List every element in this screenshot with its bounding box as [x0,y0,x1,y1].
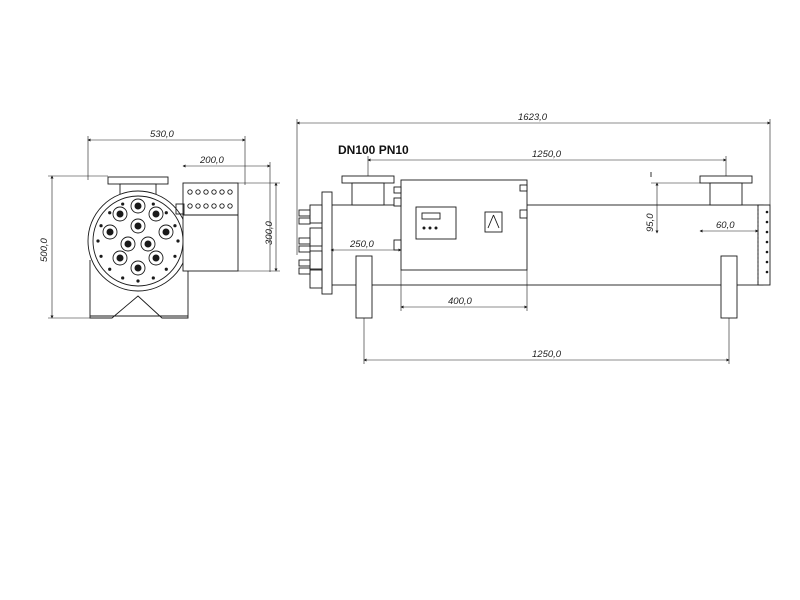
end-view [87,176,239,319]
end-cap-bolts-right [765,210,769,274]
dim-support-spacing: 1250,0 [532,349,562,360]
warning-label [484,211,503,233]
connector-dots [187,189,233,209]
bolt-icon [164,267,168,271]
bolt-icon [136,279,140,283]
dim-panel-width: 200,0 [199,155,224,166]
cable-gland [298,267,311,275]
dim-inlet-offset: 250,0 [349,239,374,250]
cable-gland [298,237,311,245]
bolt-icon [151,202,155,206]
flange-spec-label: DN100 PN10 [338,143,409,157]
lamp-sockets [102,198,174,276]
bolt-icon [96,239,100,243]
dim-outlet-offset: 60,0 [716,220,735,231]
bolt-icon [99,224,103,228]
bolt-icon [108,211,112,215]
bolt-icon [164,211,168,215]
display-panel [415,206,457,240]
dim-box-width: 400,0 [448,296,472,307]
cable-gland [298,209,311,217]
bolt-icon [173,254,177,258]
bolt-icon [108,267,112,271]
dim-overall-length: 1623,0 [518,112,548,123]
bolt-icon [151,276,155,280]
bolt-icon [173,224,177,228]
dim-top-port-spacing: 1250,0 [532,149,562,160]
dim-end-width: 530,0 [150,129,174,140]
side-view [298,172,771,319]
dim-port-height: 95,0 [645,213,656,232]
cable-gland [298,259,311,267]
bolt-icon [121,202,125,206]
cable-gland [298,217,311,225]
dim-end-height: 500,0 [39,238,50,262]
bolt-icon [176,239,180,243]
bolt-icon [121,276,125,280]
dim-panel-height: 300,0 [264,221,275,245]
cable-glands [298,209,311,275]
end-view-dimensions: 530,0 200,0 500,0 300,0 [39,129,280,319]
side-view-dimensions: 1623,0 DN100 PN10 1250,0 250,0 400,0 125… [296,112,771,364]
bolt-icon [99,254,103,258]
cable-gland [298,245,311,253]
